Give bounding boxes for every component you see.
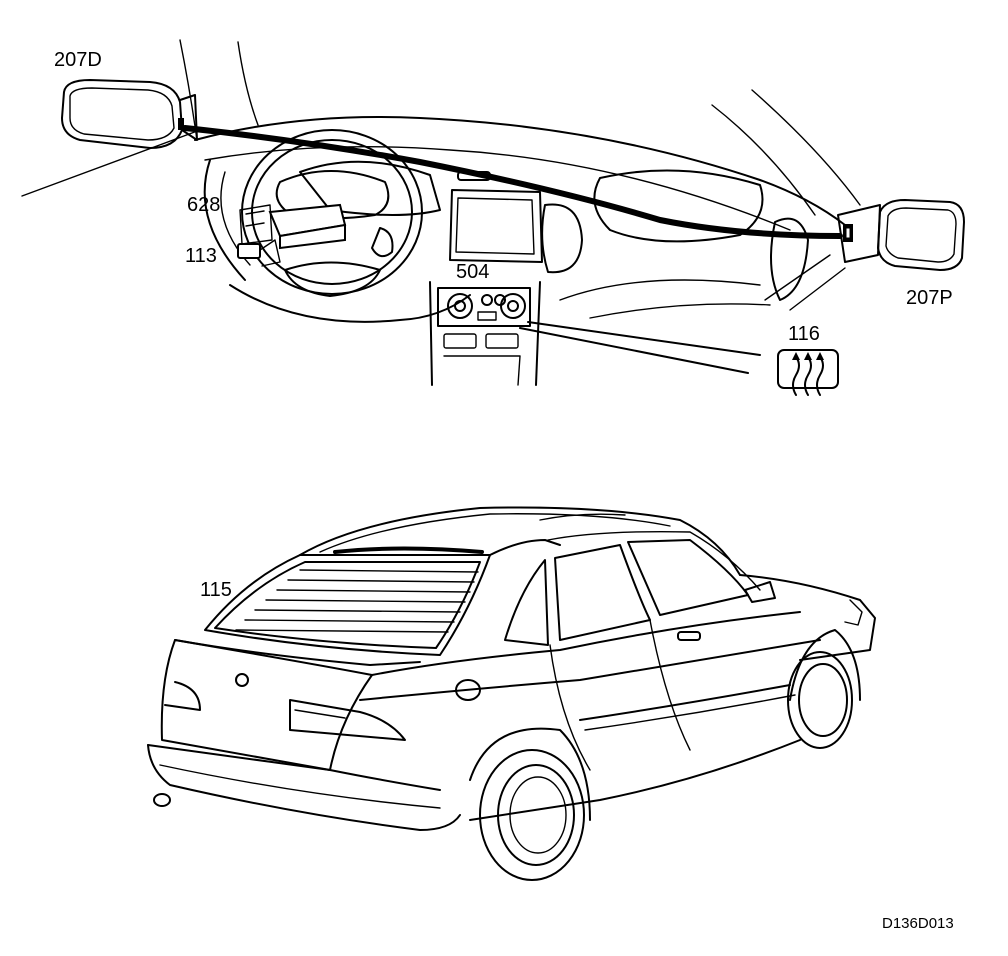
callout-115: 115	[200, 579, 232, 601]
switch-wire	[527, 321, 761, 356]
rear-defrost-switch-116	[777, 349, 839, 396]
callout-113: 113	[185, 245, 217, 267]
mirror-driver-207D	[61, 79, 198, 149]
defrost-heat-waves-icon	[792, 352, 824, 396]
mirror-passenger-207P	[837, 199, 965, 271]
defrost-wiring-main	[182, 125, 843, 239]
callout-116: 116	[788, 323, 820, 345]
callout-labels: 207D 207P 628 113 504 116 115 D136D013	[54, 49, 954, 932]
rear-wheel	[469, 727, 591, 881]
dashboard-view	[21, 39, 965, 396]
callout-628: 628	[187, 194, 220, 216]
climate-panel-504	[429, 281, 541, 386]
steering-wheel	[241, 129, 423, 295]
callout-504: 504	[456, 261, 489, 283]
callout-207D: 207D	[54, 49, 102, 71]
front-wheel	[787, 629, 861, 749]
callout-207P: 207P	[906, 287, 953, 309]
rear-window-115	[204, 546, 491, 656]
figure-code: D136D013	[882, 915, 954, 932]
defroster-grid-lines	[235, 569, 479, 633]
relay-628	[239, 203, 347, 250]
fuse-113	[237, 239, 281, 267]
car-rear-view	[147, 506, 876, 881]
